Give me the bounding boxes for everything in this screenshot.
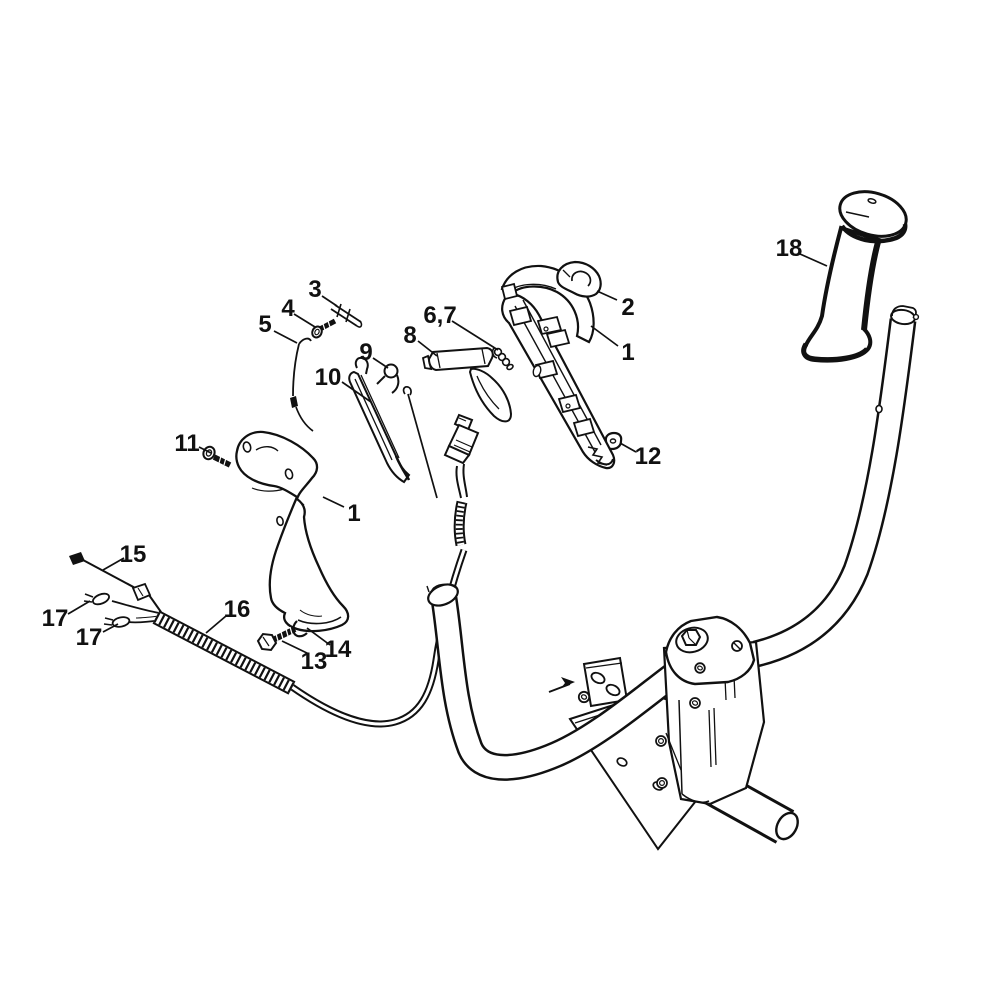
callout-label-3: 3	[308, 276, 321, 303]
leader-8	[417, 340, 438, 357]
leader-4	[293, 313, 316, 328]
throttle-rod	[407, 393, 438, 499]
leader-2	[596, 290, 618, 301]
callout-label-17-upper: 17	[42, 605, 69, 632]
throttle-lock-2	[556, 260, 602, 298]
leader-16	[205, 615, 227, 634]
callout-label-9: 9	[359, 339, 372, 366]
handle-housing-left	[235, 430, 350, 633]
throttle-rod-hook	[402, 386, 412, 396]
handlebar-tube-left	[426, 583, 681, 781]
leader-12	[619, 442, 637, 453]
washer-14	[292, 620, 308, 638]
leader-11	[198, 446, 212, 454]
angle-bracket	[577, 656, 629, 708]
leader-13	[281, 640, 310, 655]
leader-6-7	[451, 320, 499, 351]
leader-1-right	[590, 325, 619, 347]
callout-label-1-right: 1	[621, 339, 634, 366]
callout-label-15: 15	[120, 541, 147, 568]
leader-lines	[67, 253, 828, 655]
conduit-spring-16	[152, 610, 296, 695]
callout-label-18: 18	[776, 235, 803, 262]
wire-rod-5	[290, 337, 314, 432]
callout-label-6-7: 6,7	[423, 302, 456, 329]
callout-label-4: 4	[281, 295, 295, 322]
torsion-spring-9	[376, 363, 400, 394]
callout-label-17-lower: 17	[76, 624, 103, 651]
leader-18	[799, 253, 828, 267]
leader-10	[341, 381, 372, 403]
contact-spring-3	[330, 303, 363, 328]
leader-15	[102, 557, 125, 571]
callout-label-1-left: 1	[347, 500, 360, 527]
callout-labels: 3 4 5 6,7 8 9 10 2 1 18 11 12 1 15 16 17…	[42, 235, 803, 675]
screw-11	[202, 445, 232, 468]
callout-label-13: 13	[301, 648, 328, 675]
grip-handle-18	[801, 190, 908, 363]
leader-3	[321, 295, 338, 307]
callout-label-5: 5	[258, 311, 271, 338]
leader-17-lower	[102, 623, 119, 633]
slide-lever-10	[348, 356, 411, 484]
callout-label-8: 8	[403, 322, 416, 349]
callout-label-14: 14	[325, 636, 352, 663]
callout-label-10: 10	[315, 364, 342, 391]
callout-label-2: 2	[621, 294, 634, 321]
clamp-top-plate	[664, 615, 756, 686]
handle-housing-right	[500, 264, 616, 470]
handlebar-tube-right	[752, 305, 920, 668]
throttle-trigger-8	[421, 346, 513, 423]
screw-4	[311, 318, 337, 339]
leader-9	[372, 357, 389, 369]
callout-label-11: 11	[174, 430, 199, 457]
cable-nipple	[69, 552, 85, 565]
leader-17-upper	[67, 600, 91, 615]
callout-label-16: 16	[224, 596, 251, 623]
bolt-13	[256, 626, 297, 652]
spade-terminal-upper	[92, 592, 110, 606]
connector-plug	[402, 386, 480, 547]
spring-6-7	[491, 347, 514, 371]
callout-label-12: 12	[635, 443, 662, 470]
leader-5	[273, 330, 298, 344]
clamp-hex-bolt	[680, 629, 702, 646]
leader-14	[306, 627, 331, 646]
leader-1-left	[322, 496, 345, 508]
direction-arrow-icon	[548, 677, 575, 693]
